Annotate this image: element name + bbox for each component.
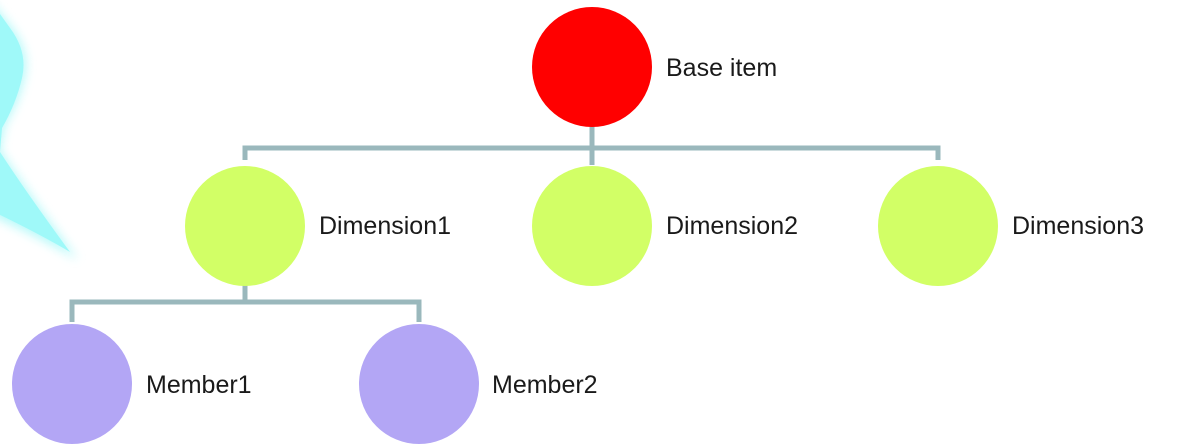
base-item-circle xyxy=(532,7,652,127)
connector-base-to-dimensions xyxy=(242,125,941,165)
member1-label: Member1 xyxy=(146,371,252,399)
dimension1-label: Dimension1 xyxy=(319,212,451,240)
node-base: Base item xyxy=(532,7,777,127)
node-member2: Member2 xyxy=(359,324,598,444)
member2-label: Member2 xyxy=(492,371,598,399)
dimension3-label: Dimension3 xyxy=(1012,212,1144,240)
base-item-label: Base item xyxy=(666,54,777,82)
dimension1-circle xyxy=(185,166,305,286)
connectors xyxy=(69,125,941,322)
callout-shape xyxy=(0,12,78,260)
node-dimension3: Dimension3 xyxy=(878,166,1144,286)
member1-circle xyxy=(12,324,132,444)
dimension3-circle xyxy=(878,166,998,286)
node-dimension2: Dimension2 xyxy=(532,166,798,286)
dimension2-circle xyxy=(532,166,652,286)
connector-dimension1-to-members xyxy=(69,285,422,322)
member2-circle xyxy=(359,324,479,444)
node-dimension1: Dimension1 xyxy=(185,166,451,286)
dimension2-label: Dimension2 xyxy=(666,212,798,240)
node-member1: Member1 xyxy=(12,324,252,444)
